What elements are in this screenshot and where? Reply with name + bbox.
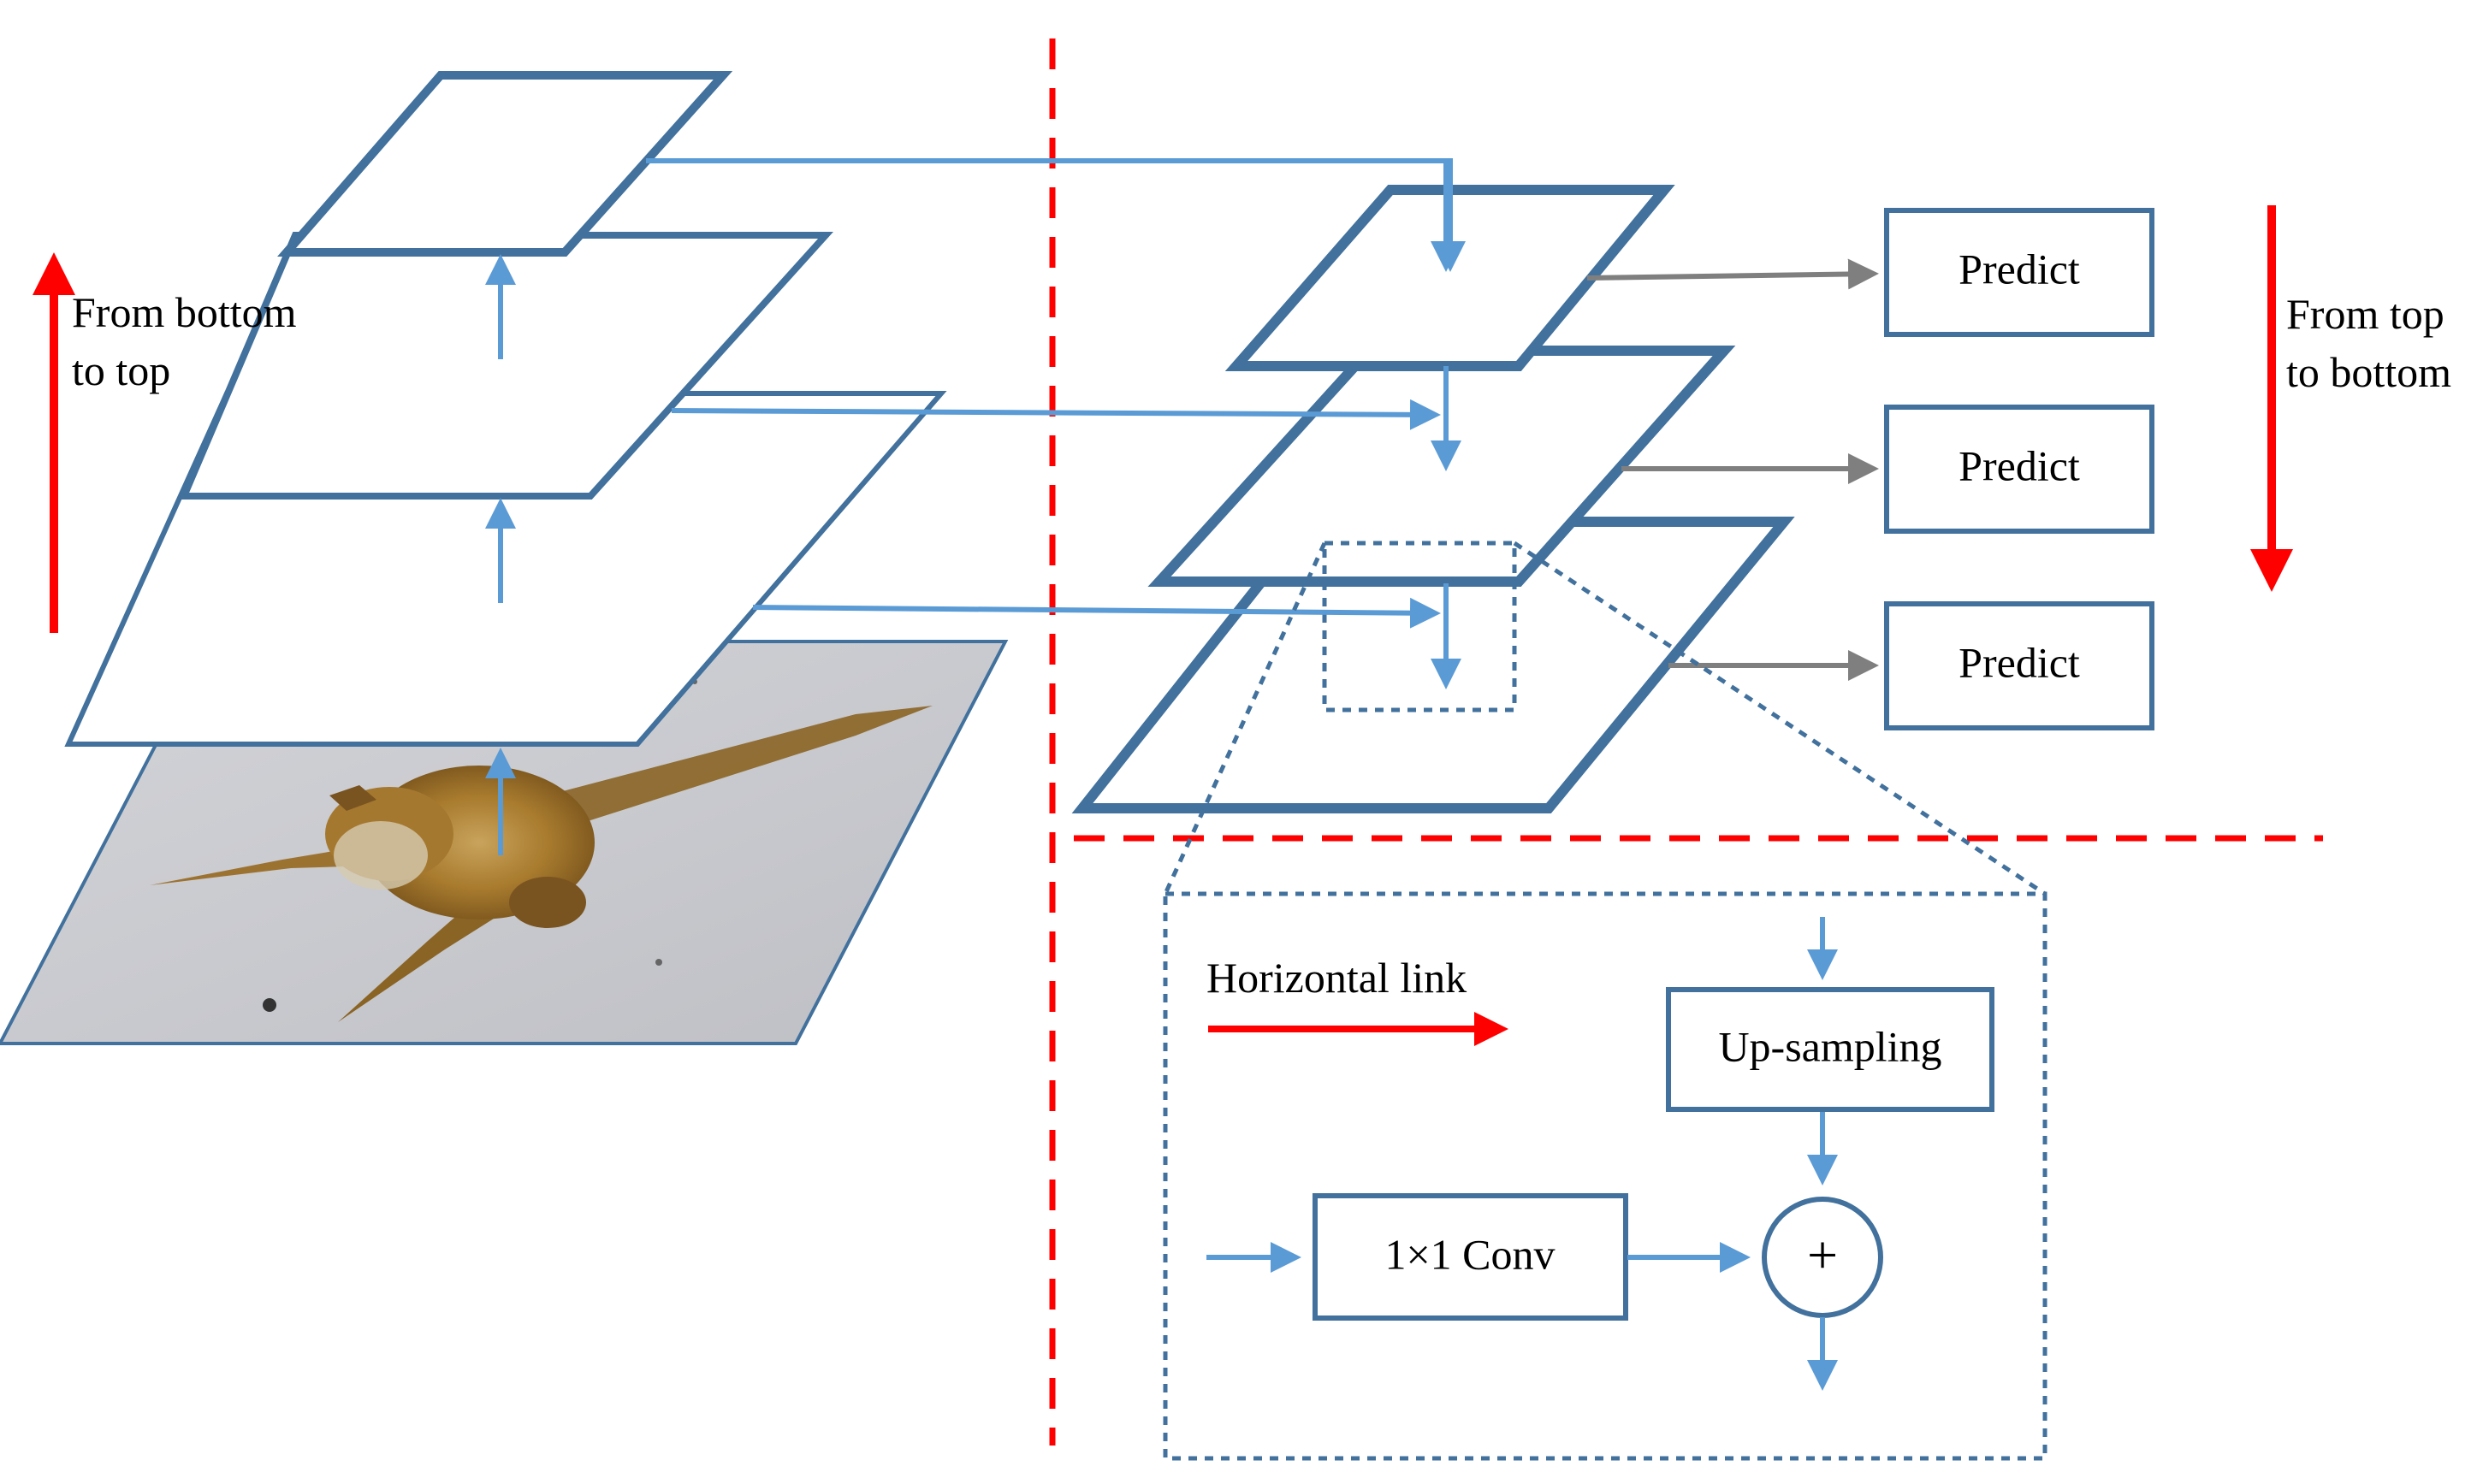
plankton-specimen xyxy=(150,706,933,1022)
lateral-link-bottom xyxy=(752,597,1441,629)
debris-dot xyxy=(655,959,662,966)
top-to-bottom-label-line2: to bottom xyxy=(2286,348,2451,396)
predict-arrow-1 xyxy=(1586,258,1879,290)
predict-label-2: Predict xyxy=(1959,441,2080,489)
predict-label-1: Predict xyxy=(1959,245,2080,293)
upsampling-label: Up-sampling xyxy=(1718,1022,1941,1070)
add-symbol: + xyxy=(1807,1225,1838,1286)
predict-box-1: Predict xyxy=(1884,208,2154,337)
zoom-line-right xyxy=(1513,541,2047,896)
horizontal-link-legend-label: Horizontal link xyxy=(1206,954,1467,1002)
add-node: + xyxy=(1762,1197,1883,1318)
lateral-link-top xyxy=(646,158,1466,272)
top-down-layer-top xyxy=(1224,185,1675,371)
upsampling-box: Up-sampling xyxy=(1666,987,1994,1112)
detail-panel: Horizontal link Up-sampling 1×1 Conv + xyxy=(1163,541,2047,1461)
detail-panel-border xyxy=(1163,891,2047,1461)
top-down-pyramid xyxy=(1071,163,1795,813)
conv-box: 1×1 Conv xyxy=(1313,1193,1628,1321)
bottom-to-top-label-line1: From bottom xyxy=(72,288,297,336)
bottom-up-layer-3 xyxy=(277,71,733,257)
predict-box-3: Predict xyxy=(1884,601,2154,730)
bottom-up-pyramid xyxy=(0,71,1009,1045)
top-to-bottom-annotation: From top to bottom xyxy=(2250,205,2451,592)
lateral-link-middle xyxy=(671,399,1441,430)
bottom-up-layer-2 xyxy=(178,232,833,500)
top-to-bottom-label-line1: From top xyxy=(2286,290,2444,338)
predict-label-3: Predict xyxy=(1959,638,2080,686)
conv-label: 1×1 Conv xyxy=(1384,1230,1555,1278)
predict-column: Predict Predict Predict xyxy=(1586,208,2154,730)
lateral-connections xyxy=(646,158,1466,629)
debris-dot xyxy=(263,998,276,1012)
bottom-to-top-annotation: From bottom to top xyxy=(33,252,297,633)
predict-box-2: Predict xyxy=(1884,405,2154,534)
bottom-to-top-label-line2: to top xyxy=(72,346,170,394)
